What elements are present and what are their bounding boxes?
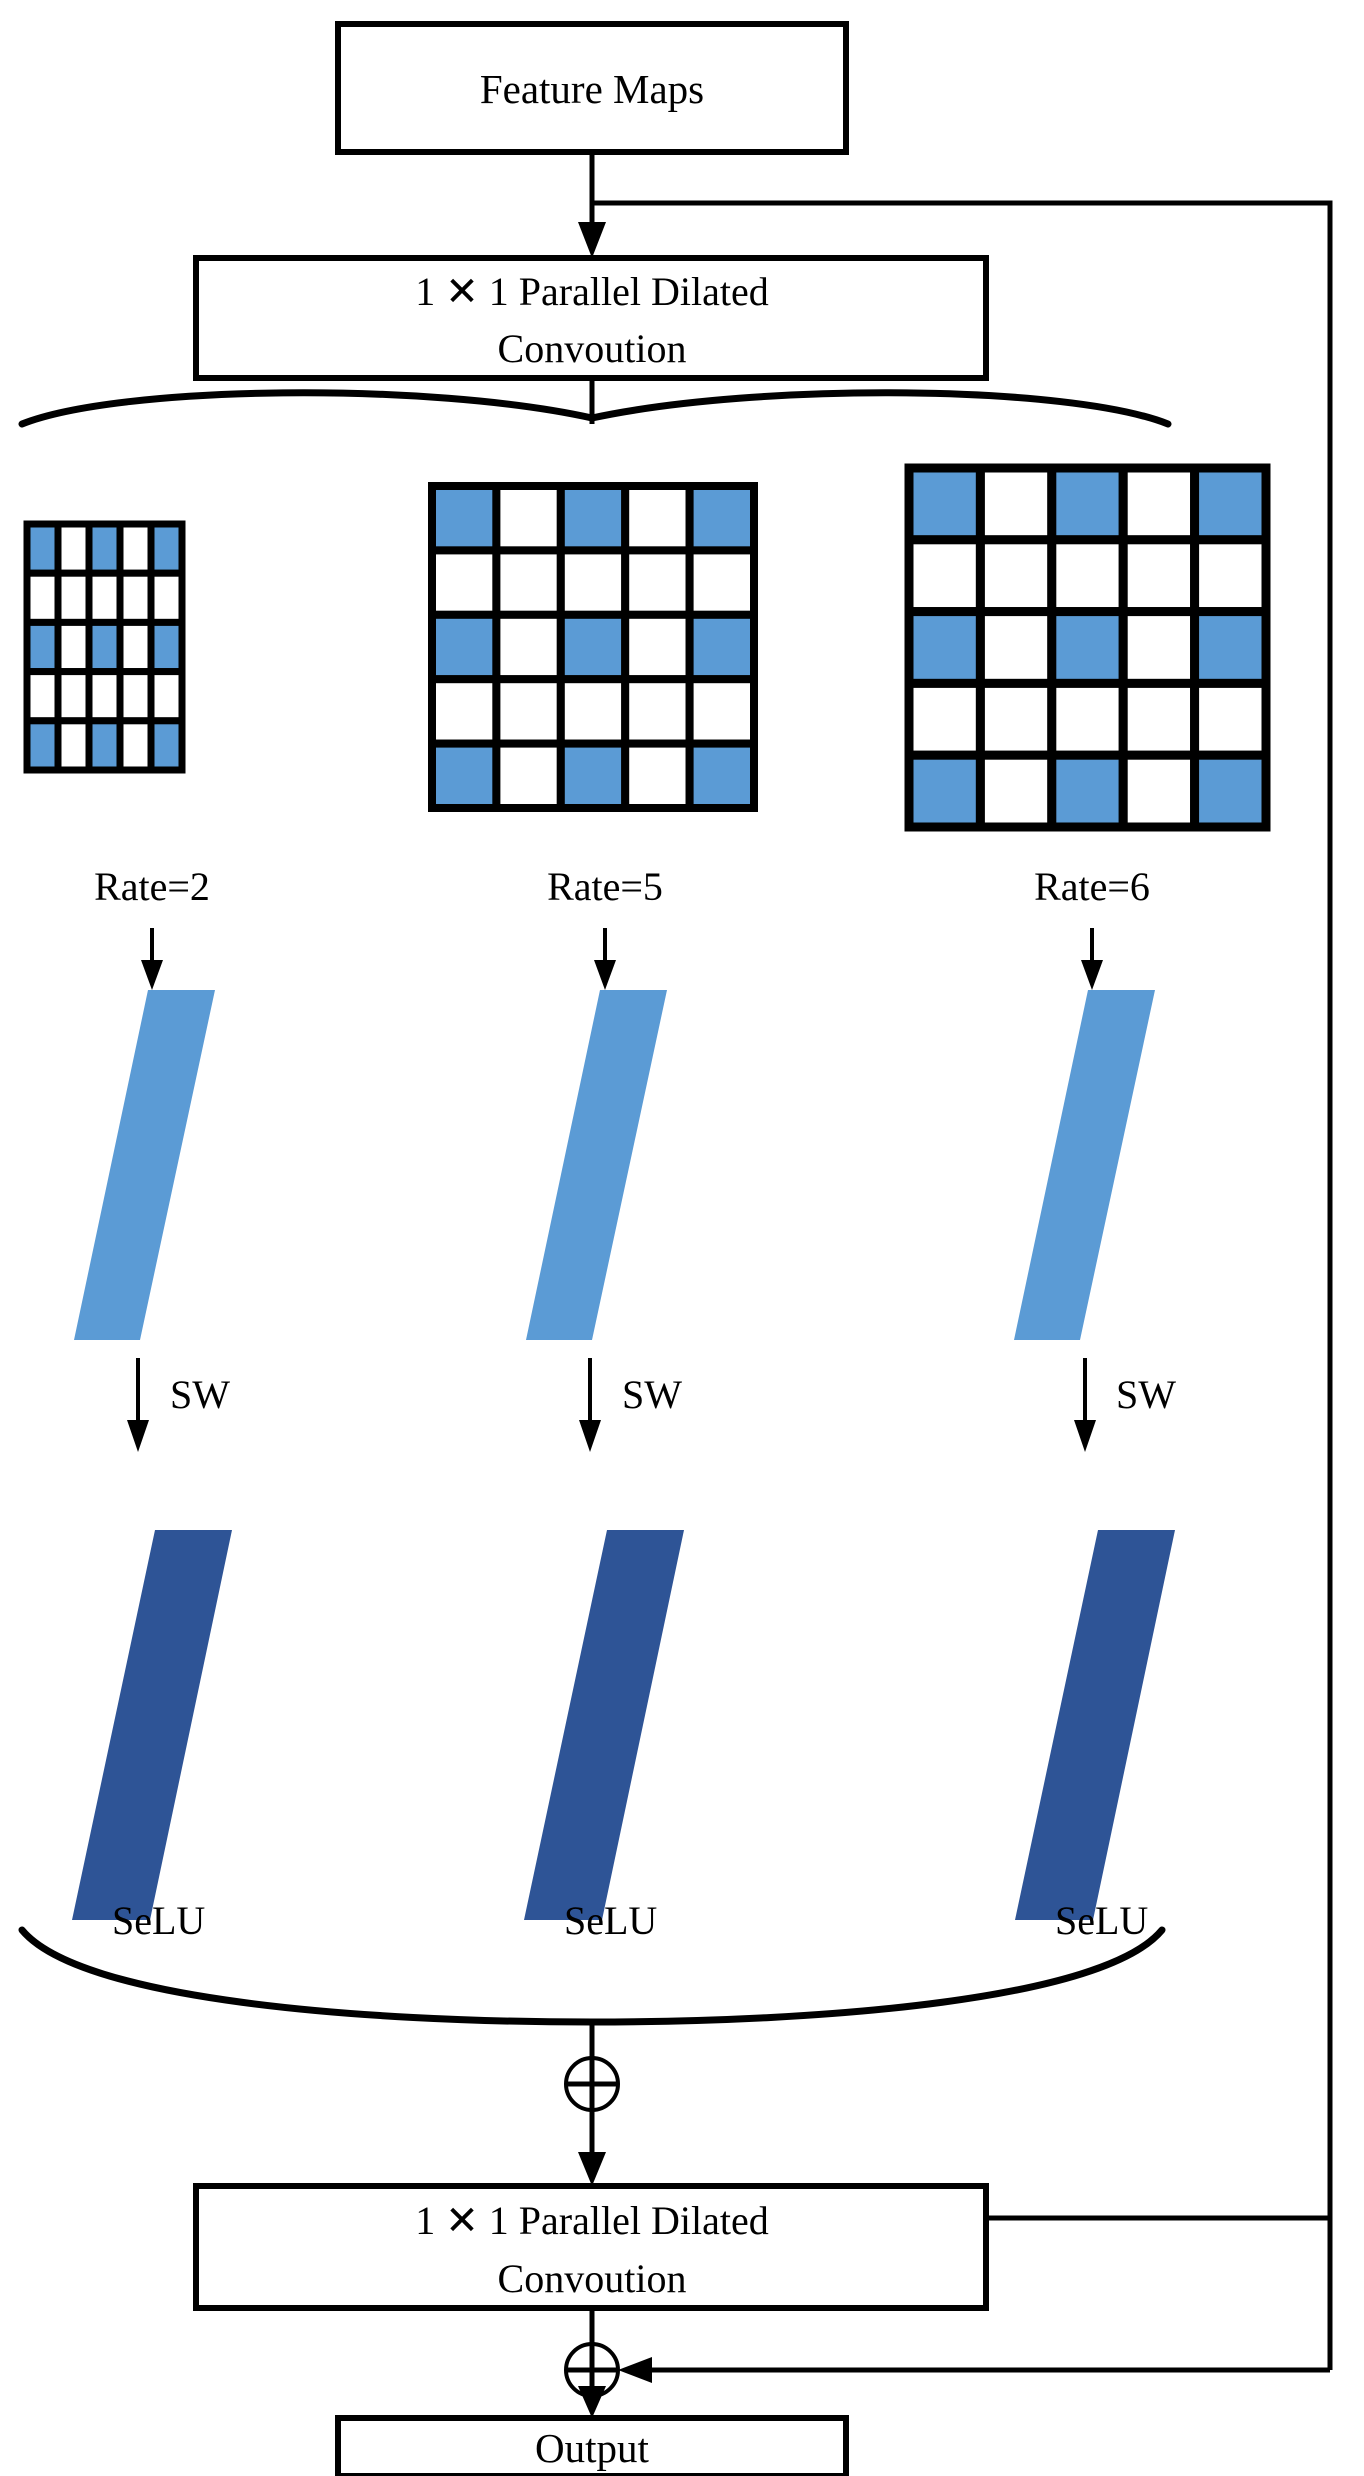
- slab-dark-2: [524, 1530, 684, 1920]
- arrowhead-conv-bottom: [578, 2152, 606, 2186]
- conv-top-line2: Convoution: [498, 326, 687, 371]
- slab-light-3: [1014, 990, 1155, 1340]
- arrowhead-sw2: [579, 1420, 601, 1452]
- slab-light-2: [526, 990, 667, 1340]
- arrowhead-rate2: [594, 960, 616, 990]
- brace-top-right: [588, 389, 1172, 428]
- rate-label-3: Rate=6: [1034, 864, 1150, 909]
- conv-bottom-box[interactable]: [193, 2183, 989, 2311]
- slab-dark-3: [1015, 1530, 1175, 1920]
- conv-bottom-line2: Convoution: [498, 2256, 687, 2301]
- output-label: Output: [535, 2425, 650, 2471]
- rate-label-1: Rate=2: [94, 864, 210, 909]
- sw-label-3: SW: [1116, 1372, 1176, 1417]
- kernel-grid-2-cells: [428, 482, 758, 812]
- arrowhead-rate3: [1081, 960, 1103, 990]
- brace-top-left: [18, 389, 596, 428]
- sw-label-2: SW: [622, 1372, 682, 1417]
- arrowhead-sw3: [1074, 1420, 1096, 1452]
- slab-dark-1: [72, 1530, 232, 1920]
- arrowhead-rate1: [141, 960, 163, 990]
- selu-label-3: SeLU: [1055, 1898, 1148, 1943]
- kernel-grid-outline: [904, 463, 1271, 832]
- feature-maps-box[interactable]: [335, 21, 849, 155]
- brace-bottom-left: [18, 1926, 596, 2026]
- sw-label-1: SW: [170, 1372, 230, 1417]
- brace-bottom-right: [588, 1926, 1166, 2026]
- kernel-grid-1-cells: [23, 520, 186, 774]
- conv-bottom-line1: 1 ✕ 1 Parallel Dilated: [415, 2198, 768, 2243]
- kernel-cell: [492, 610, 565, 684]
- slab-light-1: [74, 990, 215, 1340]
- arrowhead-sw1: [127, 1420, 149, 1452]
- arrowhead-conv-top: [578, 222, 606, 258]
- rate-label-2: Rate=5: [547, 864, 663, 909]
- kernel-cell: [147, 668, 186, 725]
- output-box[interactable]: [335, 2415, 849, 2476]
- kernel-cell: [1190, 535, 1271, 617]
- kernel-cell: [54, 717, 93, 774]
- conv-top-line1: 1 ✕ 1 Parallel Dilated: [415, 269, 768, 314]
- selu-label-1: SeLU: [112, 1898, 205, 1943]
- arrowhead-skip-sum-bottom: [618, 2357, 652, 2383]
- kernel-cell: [85, 618, 124, 676]
- kernel-grid-outline: [23, 520, 186, 774]
- arrowhead-output: [578, 2386, 606, 2418]
- feature-maps-label: Feature Maps: [480, 66, 704, 112]
- kernel-grid-outline: [428, 482, 758, 812]
- selu-label-2: SeLU: [564, 1898, 657, 1943]
- kernel-grid-3-cells: [904, 463, 1271, 832]
